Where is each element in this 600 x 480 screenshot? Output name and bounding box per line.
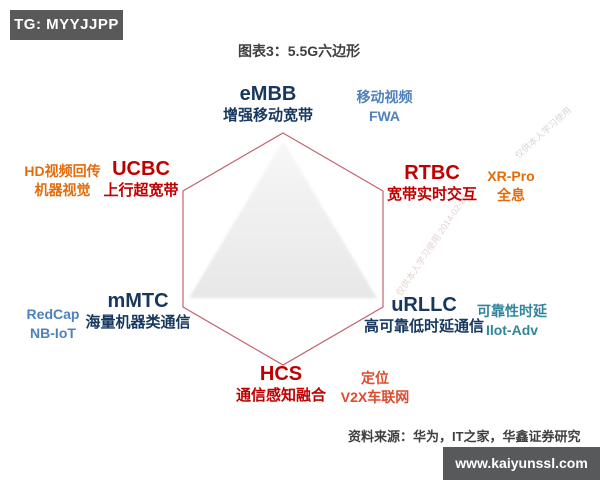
annotation-hcs-line1: 定位 — [361, 370, 389, 386]
annotation-ucbc-line2: 机器视觉 — [34, 182, 91, 198]
annotation-ucbc-line1: HD视频回传 — [24, 163, 101, 179]
vertex-mmtc: mMTC 海量机器类通信 — [73, 290, 203, 332]
annotation-ucbc: HD视频回传 机器视觉 — [5, 162, 120, 200]
hexagon-shape — [182, 132, 384, 366]
vertex-urllc-acronym: uRLLC — [391, 294, 457, 316]
annotation-rtbc-line1: XR-Pro — [487, 168, 535, 184]
triangle-shape — [189, 141, 377, 298]
annotation-urllc-line2: Ilot-Adv — [485, 322, 539, 338]
vertex-urllc: uRLLC 高可靠低时延通信 — [354, 294, 494, 336]
source-attribution: 资料来源：华为，IT之家，华鑫证券研究 — [348, 429, 581, 444]
vertex-embb: eMBB 增强移动宽带 — [188, 83, 348, 125]
vertex-hcs-subtitle: 通信感知融合 — [235, 387, 326, 404]
figure-title: 图表3：5.5G六边形 — [238, 43, 361, 59]
annotation-embb-line1: 移动视频 — [356, 89, 413, 105]
annotation-urllc: 可靠性时延 Ilot-Adv — [462, 302, 562, 340]
tag-banner: TG: MYYJJPP — [10, 10, 123, 40]
annotation-rtbc-line2: 全息 — [497, 187, 525, 203]
vertex-hcs-acronym: HCS — [259, 363, 303, 385]
vertex-hcs: HCS 通信感知融合 — [211, 363, 351, 405]
vertex-urllc-subtitle: 高可靠低时延通信 — [363, 318, 484, 335]
annotation-hcs-line2: V2X车联网 — [340, 389, 410, 405]
vertex-rtbc-acronym: RTBC — [404, 162, 460, 184]
annotation-urllc-line1: 可靠性时延 — [477, 303, 547, 319]
vertex-ucbc: UCBC 上行超宽带 — [76, 158, 206, 200]
vertex-ucbc-subtitle: 上行超宽带 — [103, 182, 179, 199]
vertex-rtbc-subtitle: 宽带实时交互 — [386, 186, 477, 203]
vertex-embb-acronym: eMBB — [239, 83, 297, 105]
vertex-ucbc-acronym: UCBC — [112, 158, 170, 180]
annotation-mmtc-line1: RedCap — [26, 306, 80, 322]
vertex-embb-subtitle: 增强移动宽带 — [222, 107, 313, 124]
annotation-mmtc: RedCap NB-IoT — [8, 305, 98, 343]
annotation-mmtc-line2: NB-IoT — [30, 325, 76, 341]
vertex-mmtc-acronym: mMTC — [107, 290, 169, 312]
annotation-rtbc: XR-Pro 全息 — [471, 167, 551, 205]
footer-url-banner[interactable]: www.kaiyunssl.com — [443, 447, 600, 480]
vertex-mmtc-subtitle: 海量机器类通信 — [85, 314, 191, 331]
vertex-rtbc: RTBC 宽带实时交互 — [367, 162, 497, 204]
annotation-embb-line2: FWA — [368, 108, 401, 124]
annotation-hcs: 定位 V2X车联网 — [325, 369, 425, 407]
annotation-embb: 移动视频 FWA — [332, 88, 437, 126]
